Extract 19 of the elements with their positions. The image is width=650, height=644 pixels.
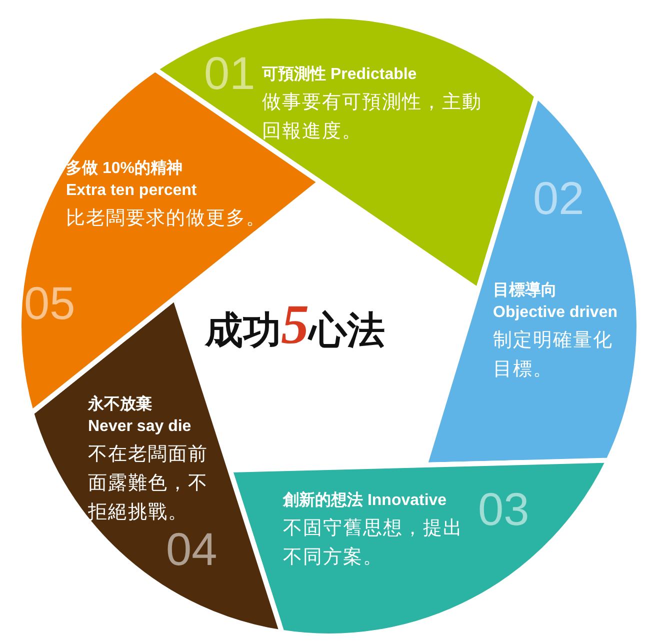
heading: 多做 10%的精神 <box>66 158 184 179</box>
step-number: 02 <box>533 175 584 221</box>
description: 比老闆要求的做更多。 <box>66 206 267 231</box>
heading: 可預測性 Predictable <box>262 64 418 85</box>
description: 不在老闆面前面露難色，不拒絕挑戰。 <box>88 442 209 525</box>
step-number: 05 <box>24 280 76 326</box>
heading: Never say die <box>88 417 192 437</box>
step-number: 01 <box>204 50 256 96</box>
heading: Objective driven <box>493 303 618 323</box>
heading: 目標導向 <box>493 280 558 301</box>
heading: Extra ten percent <box>66 181 198 201</box>
title: 成功5心法 <box>205 300 385 355</box>
heading: 永不放棄 <box>88 394 153 415</box>
description: 不固守舊思想，提出不同方案。 <box>283 516 464 570</box>
heading: 創新的想法 Innovative <box>283 490 448 511</box>
description: 制定明確量化目標。 <box>493 328 614 382</box>
step-number: 04 <box>166 526 218 572</box>
description: 做事要有可預測性，主動回報進度。 <box>262 90 483 144</box>
step-number: 03 <box>478 486 530 532</box>
